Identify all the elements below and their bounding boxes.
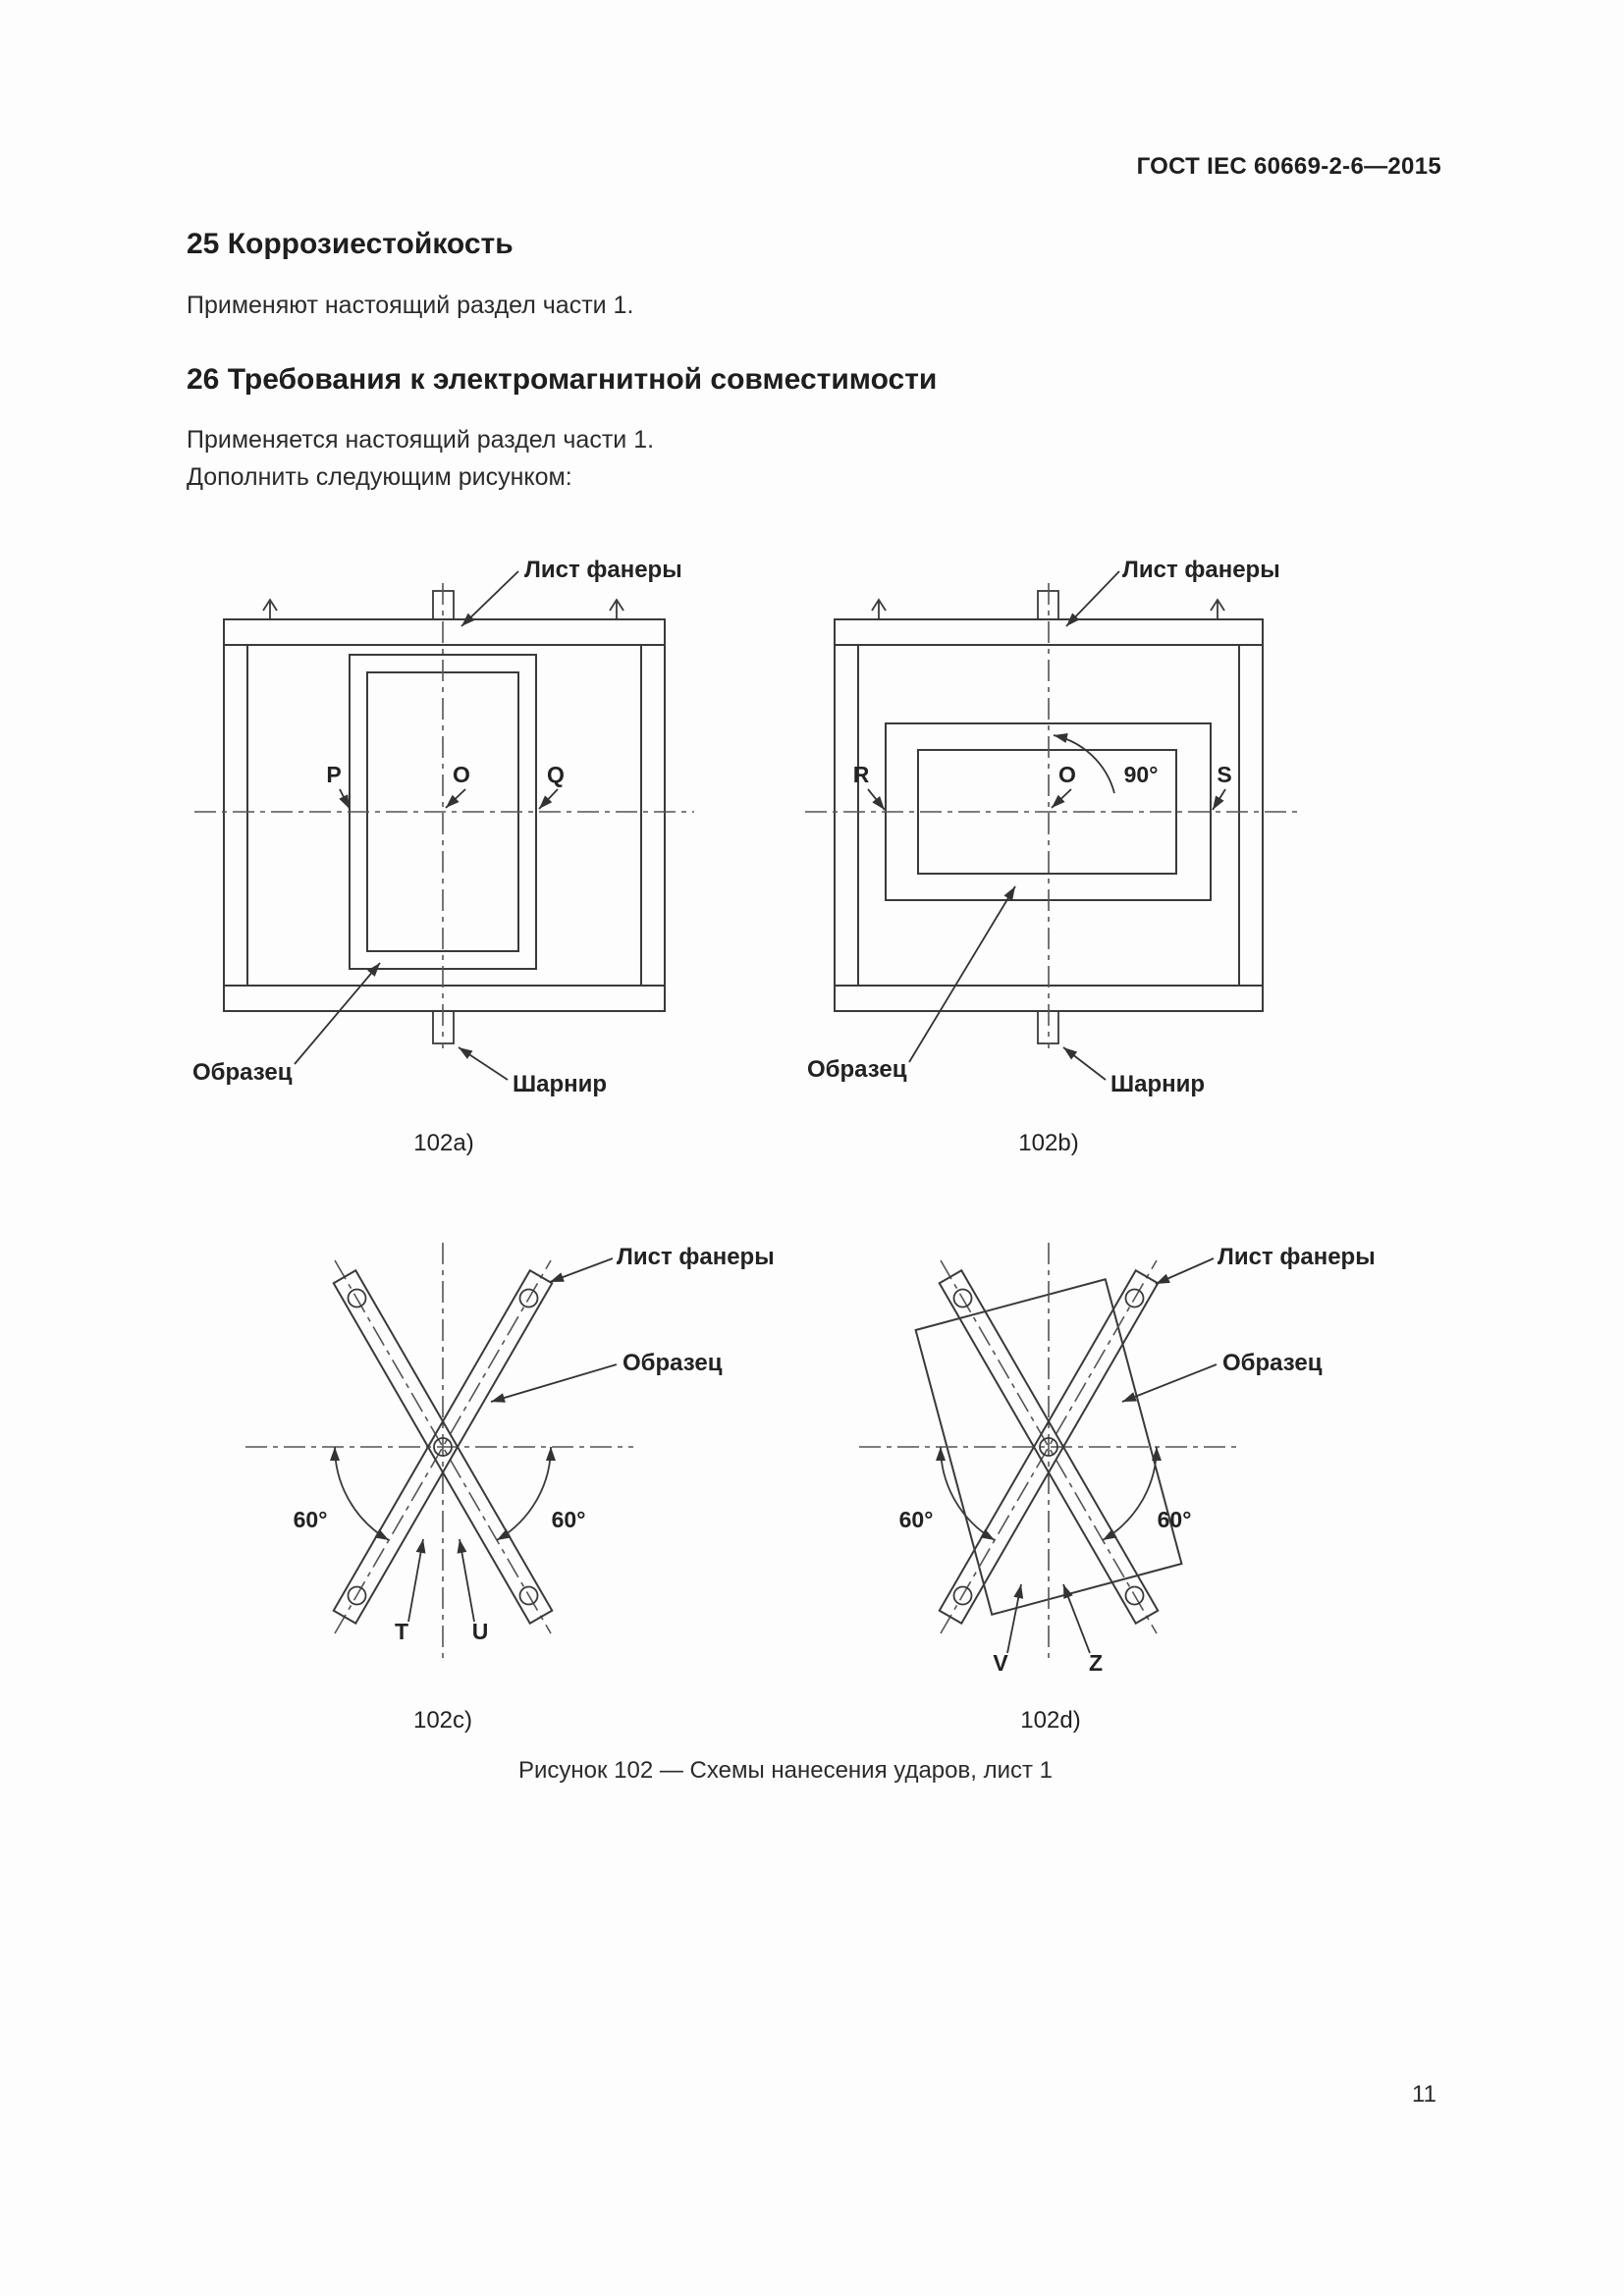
plywood-label: Лист фанеры <box>524 557 682 583</box>
angle-arcs <box>330 1446 556 1541</box>
hinge-label: Шарнир <box>513 1071 607 1097</box>
point-label-p: P <box>326 762 341 787</box>
specimen-label: Образец <box>623 1350 723 1376</box>
leader-arrows <box>1006 1257 1218 1654</box>
point-label-v: V <box>993 1650 1008 1676</box>
angle-label-90: 90° <box>1124 762 1159 787</box>
section-25-heading: 25 Коррозиестойкость <box>187 228 514 260</box>
doc-header: ГОСТ IEC 60669-2-6—2015 <box>1136 153 1441 180</box>
point-label-s: S <box>1217 762 1231 787</box>
hinge-label: Шарнир <box>1110 1071 1205 1097</box>
plywood-label: Лист фанеры <box>1218 1244 1376 1270</box>
center-lines <box>805 583 1299 1048</box>
diagram-caption-b: 102b) <box>1018 1130 1078 1156</box>
specimen-label: Образец <box>192 1059 293 1086</box>
pivot-circles <box>952 1288 1145 1606</box>
section-26-body-2: Дополнить следующим рисунком: <box>187 463 572 491</box>
diagram-102a: Лист фанеры P O Q Образец Шарнир 102a) <box>192 557 694 1156</box>
center-lines <box>859 1243 1242 1659</box>
diagram-caption-d: 102d) <box>1020 1707 1080 1734</box>
center-lines <box>245 1243 633 1659</box>
specimen-label: Образец <box>807 1056 907 1083</box>
diagram-102c: 60° 60° T U Лист фанеры Образец 102c) <box>245 1243 775 1734</box>
leader-arrows <box>407 1257 618 1623</box>
point-label-o: O <box>453 762 470 787</box>
angle-label-60-left: 60° <box>294 1507 328 1532</box>
diagram-102b: Лист фанеры R O S 90° Образец Шарнир 102… <box>805 557 1299 1156</box>
leader-arrows <box>294 570 559 1081</box>
point-label-z: Z <box>1089 1650 1103 1676</box>
diagram-caption-c: 102c) <box>413 1707 472 1734</box>
specimen-label: Образец <box>1222 1350 1323 1376</box>
angle-label-60-left: 60° <box>899 1507 934 1532</box>
plywood-frame <box>223 618 666 1012</box>
center-lines <box>194 583 694 1048</box>
crossed-bars <box>938 1268 1160 1626</box>
section-26-body-1: Применяется настоящий раздел части 1. <box>187 426 655 454</box>
rotation-arc-90 <box>1053 733 1115 794</box>
angle-label-60-right: 60° <box>1158 1507 1192 1532</box>
diagram-caption-a: 102a) <box>413 1130 473 1156</box>
pivot-circles <box>347 1288 539 1606</box>
plywood-label: Лист фанеры <box>617 1244 775 1270</box>
page-number: 11 <box>1412 2081 1436 2108</box>
section-25-body: Применяют настоящий раздел части 1. <box>187 292 634 319</box>
leader-arrows <box>867 570 1226 1081</box>
diagram-102d: 60° 60° V Z Лист фанеры Образец 102d) <box>859 1243 1376 1734</box>
figure-caption: Рисунок 102 — Схемы нанесения ударов, ли… <box>517 1757 1054 1784</box>
angle-label-60-right: 60° <box>552 1507 586 1532</box>
plywood-label: Лист фанеры <box>1122 557 1280 583</box>
point-label-u: U <box>472 1619 489 1644</box>
crossed-bars <box>332 1268 554 1626</box>
point-label-r: R <box>853 762 870 787</box>
section-26-heading: 26 Требования к электромагнитной совмест… <box>187 363 938 396</box>
point-label-o: O <box>1058 762 1076 787</box>
angle-arcs <box>936 1446 1162 1541</box>
point-label-q: Q <box>547 762 565 787</box>
point-label-t: T <box>395 1619 408 1644</box>
